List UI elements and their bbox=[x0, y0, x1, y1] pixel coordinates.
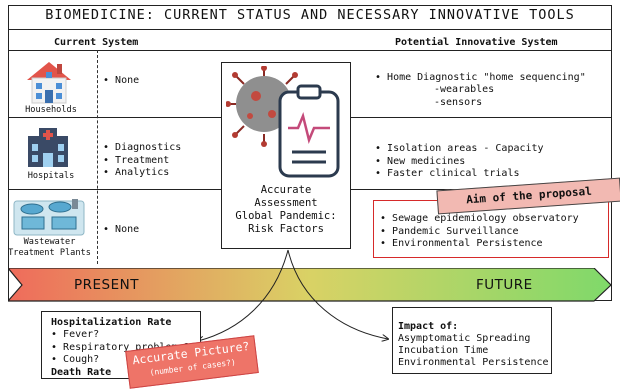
sub-item-wearables: -wearables bbox=[434, 84, 495, 95]
current-wastewater-list: None bbox=[103, 224, 139, 237]
row-label-wastewater: Wastewater Treatment Plants bbox=[2, 237, 97, 258]
list-item: Respiratory problems? bbox=[51, 342, 189, 355]
row-label-wastewater-line2: Treatment Plants bbox=[8, 247, 91, 258]
center-line-4: Risk Factors bbox=[248, 223, 324, 235]
header-current-system: Current System bbox=[54, 37, 139, 48]
hospitalization-content: Hospitalization Rate Fever? Respiratory … bbox=[51, 317, 189, 379]
row-label-hospitals: Hospitals bbox=[27, 171, 75, 181]
impact-line-3: Environmental Persistence bbox=[398, 357, 549, 368]
virus-clipboard-icon bbox=[226, 66, 340, 178]
list-item: Isolation areas - Capacity bbox=[375, 143, 544, 156]
sub-item-sensors: -sensors bbox=[434, 96, 483, 108]
current-households-list: None bbox=[103, 75, 139, 88]
current-hospitals-list: Diagnostics Treatment Analytics bbox=[103, 142, 181, 180]
impact-line-1: Asymptomatic Spreading bbox=[398, 333, 531, 344]
impact-box bbox=[392, 307, 552, 374]
row-label-wastewater-line1: Wastewater bbox=[23, 237, 76, 247]
column-dashed-divider bbox=[97, 50, 98, 264]
list-item: Treatment bbox=[103, 155, 181, 168]
list-item: Environmental Persistence bbox=[380, 238, 579, 251]
death-rate-label: Death Rate bbox=[51, 366, 112, 378]
timeline-arrow bbox=[8, 268, 612, 302]
center-assessment-text: Accurate Assessment Global Pandemic: Ris… bbox=[221, 184, 351, 236]
divider-title bbox=[8, 29, 612, 30]
potential-households-sub: -wearables -sensors bbox=[434, 84, 494, 109]
list-item: None bbox=[103, 224, 139, 237]
potential-households-list: Home Diagnostic "home sequencing" bbox=[375, 72, 586, 85]
impact-heading: Impact of: bbox=[398, 321, 459, 332]
header-potential-system: Potential Innovative System bbox=[395, 37, 558, 48]
impact-content: Impact of: Asymptomatic Spreading Incuba… bbox=[398, 321, 549, 369]
wastewater-plant-icon bbox=[13, 199, 85, 236]
hospitalization-list: Fever? Respiratory problems? Cough? bbox=[51, 329, 189, 367]
list-item: Diagnostics bbox=[103, 142, 181, 155]
list-item: Cough? bbox=[51, 354, 189, 367]
center-line-3: Global Pandemic: bbox=[235, 210, 337, 222]
list-item: New medicines bbox=[375, 156, 544, 169]
list-item: Faster clinical trials bbox=[375, 168, 544, 181]
divider-header bbox=[8, 50, 612, 51]
households-icon bbox=[27, 62, 71, 104]
timeline-future-label: FUTURE bbox=[476, 277, 533, 293]
list-item: Home Diagnostic "home sequencing" bbox=[375, 72, 586, 85]
timeline-present-label: PRESENT bbox=[74, 277, 139, 293]
center-line-1: Accurate bbox=[260, 184, 312, 196]
impact-line-2: Incubation Time bbox=[398, 345, 489, 356]
potential-hospitals-list: Isolation areas - Capacity New medicines… bbox=[375, 143, 544, 181]
diagram-title: BIOMEDICINE: CURRENT STATUS AND NECESSAR… bbox=[45, 7, 575, 23]
potential-wastewater-list: Sewage epidemiology observatory Pandemic… bbox=[380, 213, 579, 251]
center-line-2: Assessment bbox=[254, 197, 318, 209]
list-item: Sewage epidemiology observatory bbox=[380, 213, 579, 226]
list-item: Fever? bbox=[51, 329, 189, 342]
row-label-households: Households bbox=[25, 105, 77, 115]
hospitalization-heading: Hospitalization Rate bbox=[51, 317, 172, 328]
list-item: None bbox=[103, 75, 139, 88]
hospital-icon bbox=[28, 128, 68, 167]
list-item: Analytics bbox=[103, 167, 181, 180]
list-item: Pandemic Surveillance bbox=[380, 226, 579, 239]
